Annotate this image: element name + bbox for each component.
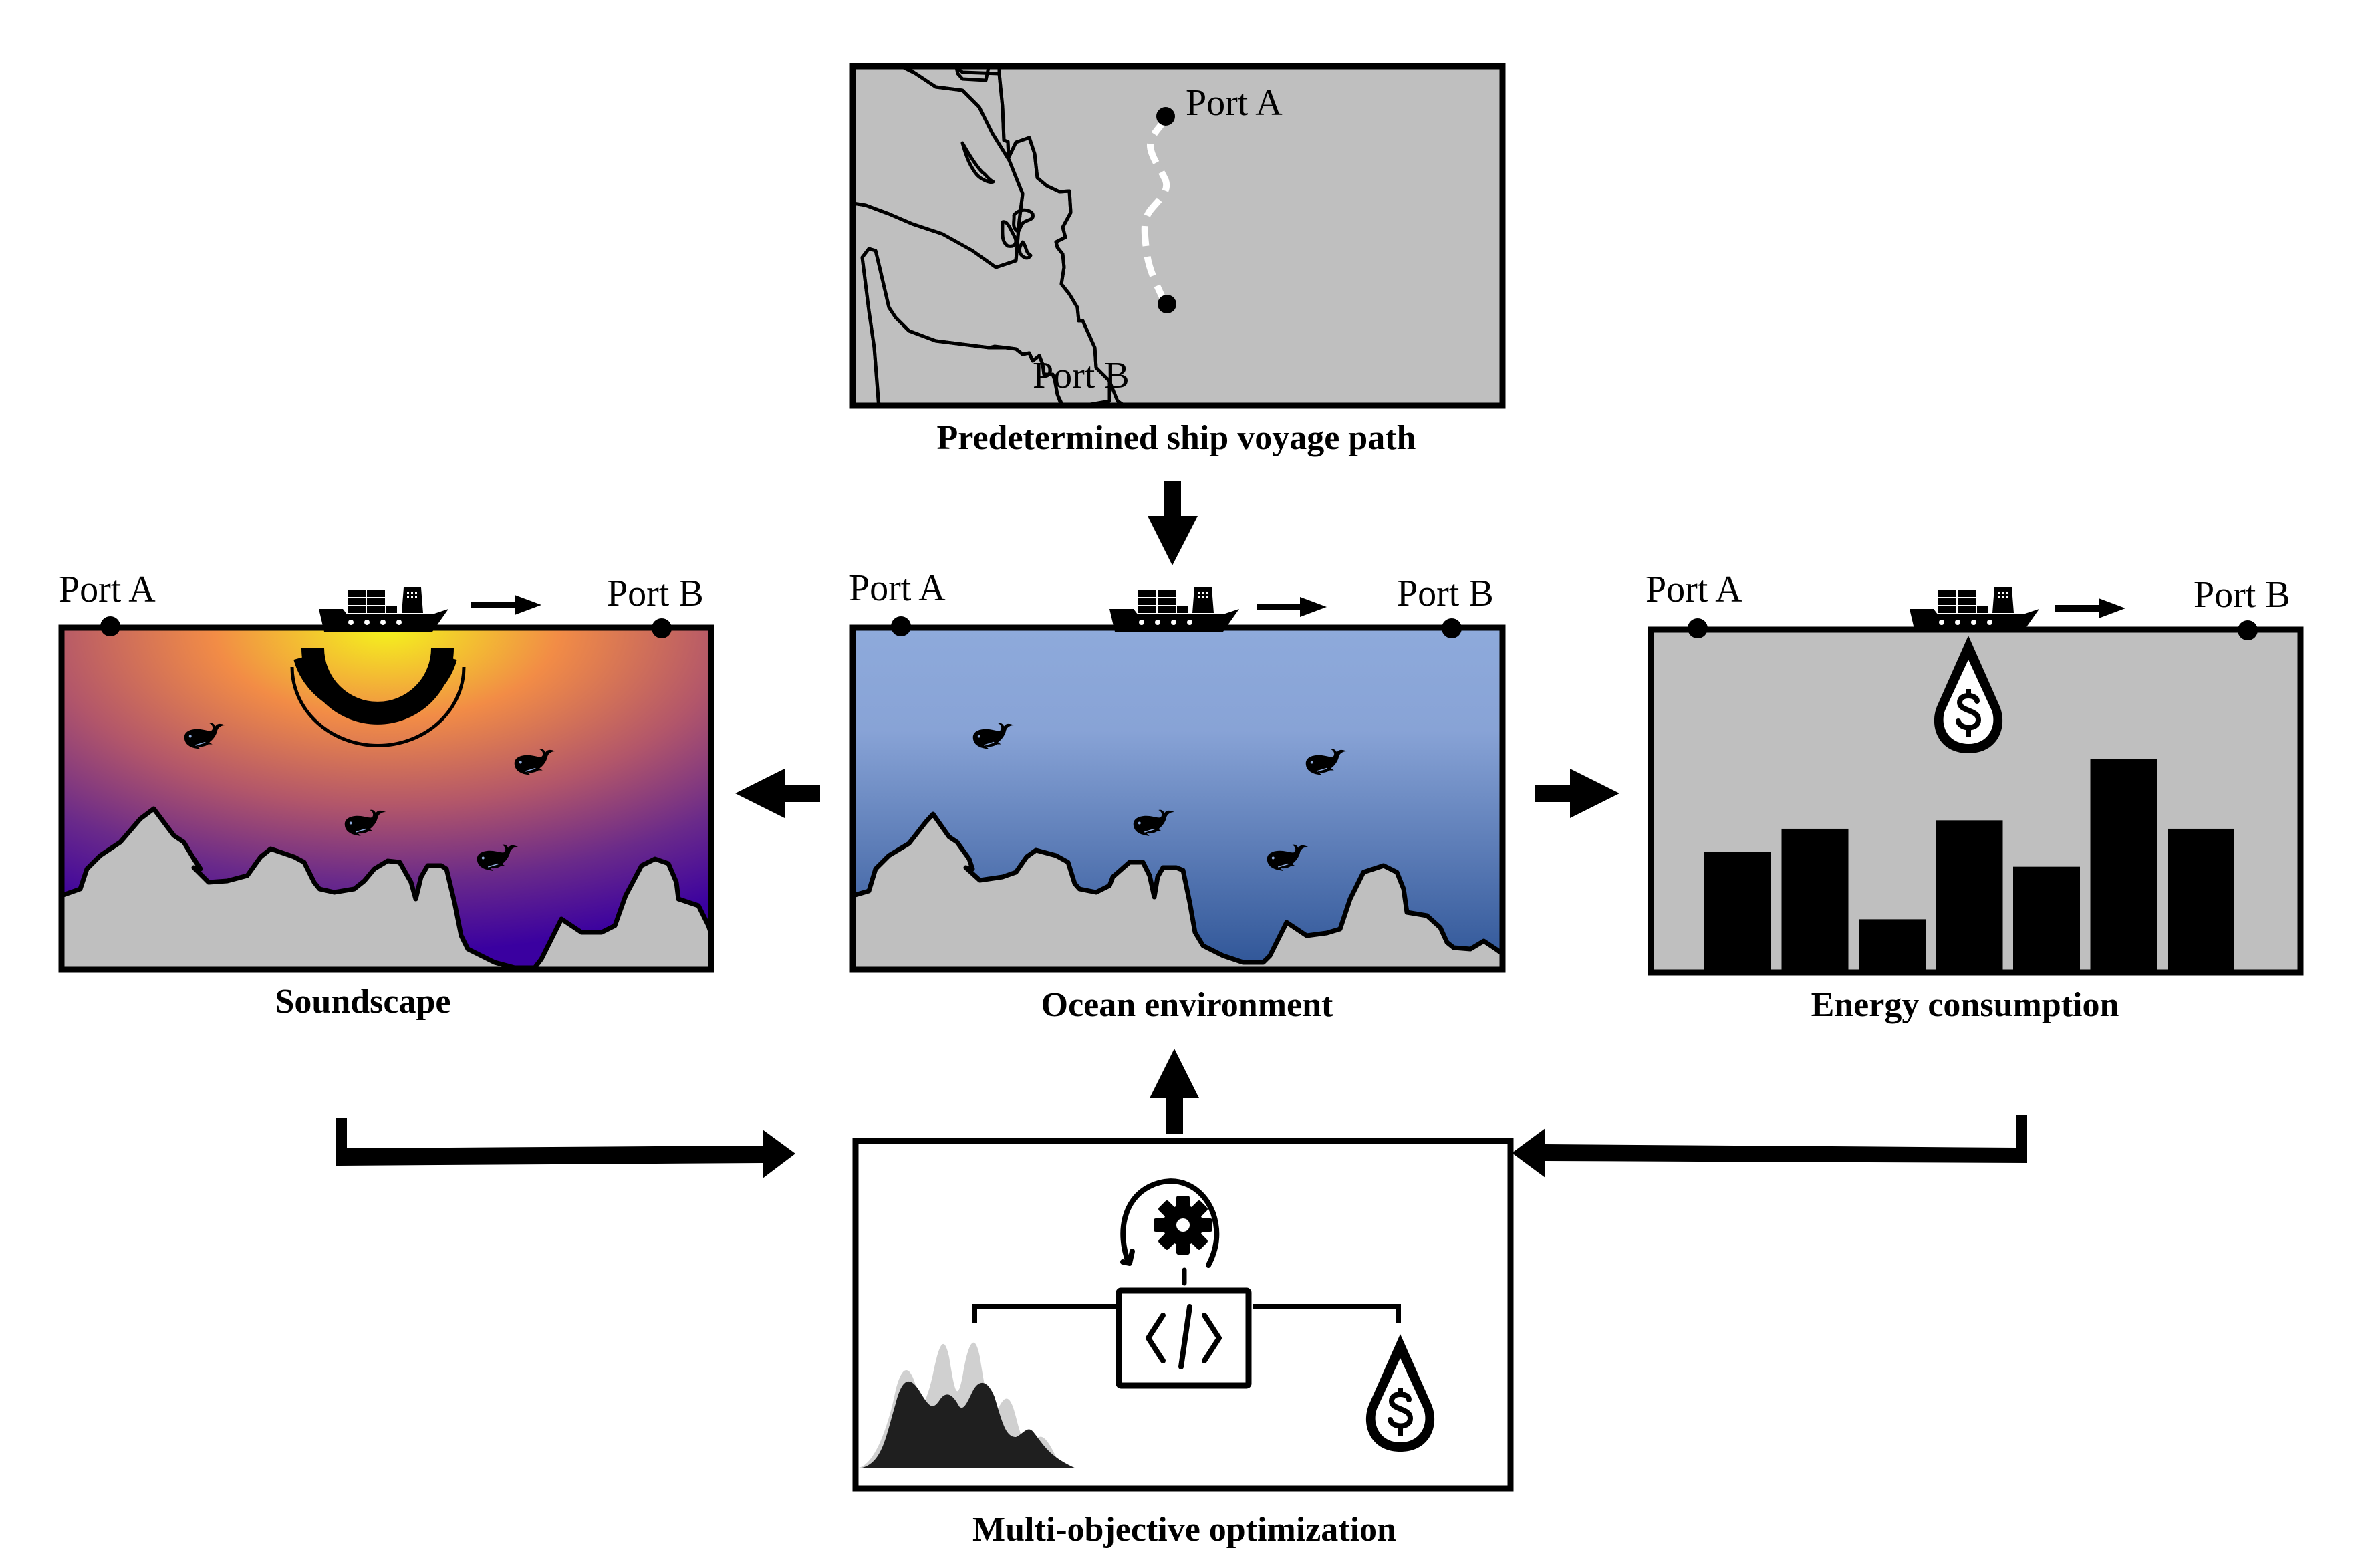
port-a-marker bbox=[891, 616, 911, 636]
seabed bbox=[853, 811, 1502, 970]
distribution-icon bbox=[859, 1342, 1076, 1468]
elbow-arrow-right-icon bbox=[1512, 1115, 2027, 1178]
port-b-marker bbox=[652, 618, 672, 638]
land-north bbox=[954, 66, 991, 82]
port-a-marker bbox=[1156, 107, 1175, 126]
island bbox=[1012, 208, 1035, 233]
voyage-route bbox=[1141, 116, 1170, 303]
voyage-path-panel: Port A Port B Predetermined ship voyage … bbox=[849, 63, 1506, 457]
seabed bbox=[61, 806, 711, 970]
port-a-marker bbox=[1688, 618, 1708, 638]
arrow-up-icon bbox=[1150, 1049, 1199, 1134]
arrow-left-icon bbox=[735, 769, 820, 818]
energy-caption: Energy consumption bbox=[1811, 986, 2119, 1024]
port-a-marker bbox=[100, 616, 120, 636]
port-b-marker bbox=[1442, 618, 1462, 638]
code-icon bbox=[1116, 1287, 1252, 1389]
optimization-caption: Multi-objective optimization bbox=[972, 1511, 1396, 1549]
soundscape-caption: Soundscape bbox=[275, 983, 451, 1021]
energy-bar-1 bbox=[1704, 852, 1771, 970]
arrow-right-icon bbox=[1535, 769, 1619, 818]
energy-bar-4 bbox=[1936, 820, 2003, 970]
island bbox=[1018, 240, 1033, 260]
port-a-label: Port A bbox=[1646, 569, 1742, 610]
voyage-frame bbox=[849, 63, 1506, 409]
land-east bbox=[997, 66, 1128, 406]
port-b-label: Port B bbox=[1033, 355, 1130, 396]
port-a-label: Port A bbox=[1186, 82, 1283, 124]
land-west bbox=[853, 66, 1025, 269]
gear-cycle-icon bbox=[1120, 1178, 1220, 1286]
ship-icon bbox=[1910, 587, 2039, 632]
land-southwest bbox=[860, 247, 1063, 406]
island bbox=[1001, 220, 1018, 248]
ship-icon bbox=[1109, 587, 1239, 632]
port-b-marker bbox=[2238, 620, 2258, 640]
energy-bar-2 bbox=[1781, 828, 1849, 970]
optimization-panel: Multi-objective optimization bbox=[852, 1138, 1514, 1549]
port-b-marker bbox=[1158, 295, 1176, 313]
energy-bar-3 bbox=[1859, 919, 1926, 970]
port-b-label: Port B bbox=[1397, 573, 1494, 614]
energy-bar-5 bbox=[2013, 866, 2080, 970]
connector-bracket bbox=[972, 1304, 1401, 1323]
direction-arrow-icon bbox=[2055, 598, 2125, 618]
land-area bbox=[853, 66, 1502, 406]
sound-waves-icon bbox=[290, 648, 466, 747]
soundscape-panel: Port A Port B Soundscape bbox=[58, 569, 714, 1021]
direction-arrow-icon bbox=[1257, 597, 1327, 617]
port-b-label: Port B bbox=[607, 573, 704, 614]
voyage-map bbox=[853, 66, 1502, 406]
elbow-arrow-left-icon bbox=[336, 1118, 795, 1178]
port-a-label: Port A bbox=[849, 567, 946, 609]
port-a-label: Port A bbox=[59, 569, 156, 610]
energy-bar-7 bbox=[2168, 828, 2234, 970]
energy-bar-chart bbox=[1704, 759, 2234, 970]
ship-icon bbox=[319, 587, 448, 632]
island bbox=[960, 141, 995, 184]
direction-arrow-icon bbox=[471, 595, 541, 615]
ocean-panel: Port A Port B Ocean environment bbox=[849, 567, 1506, 1024]
fuel-cost-drop-icon bbox=[1366, 1334, 1434, 1452]
optimization-frame bbox=[852, 1138, 1514, 1492]
voyage-path-caption: Predetermined ship voyage path bbox=[937, 419, 1416, 457]
energy-bar-6 bbox=[2090, 759, 2157, 970]
port-b-label: Port B bbox=[2194, 574, 2291, 616]
energy-panel: Port A Port B Energy consumption bbox=[1646, 569, 2304, 1024]
ocean-caption: Ocean environment bbox=[1041, 986, 1333, 1024]
arrow-down-icon bbox=[1148, 481, 1198, 565]
